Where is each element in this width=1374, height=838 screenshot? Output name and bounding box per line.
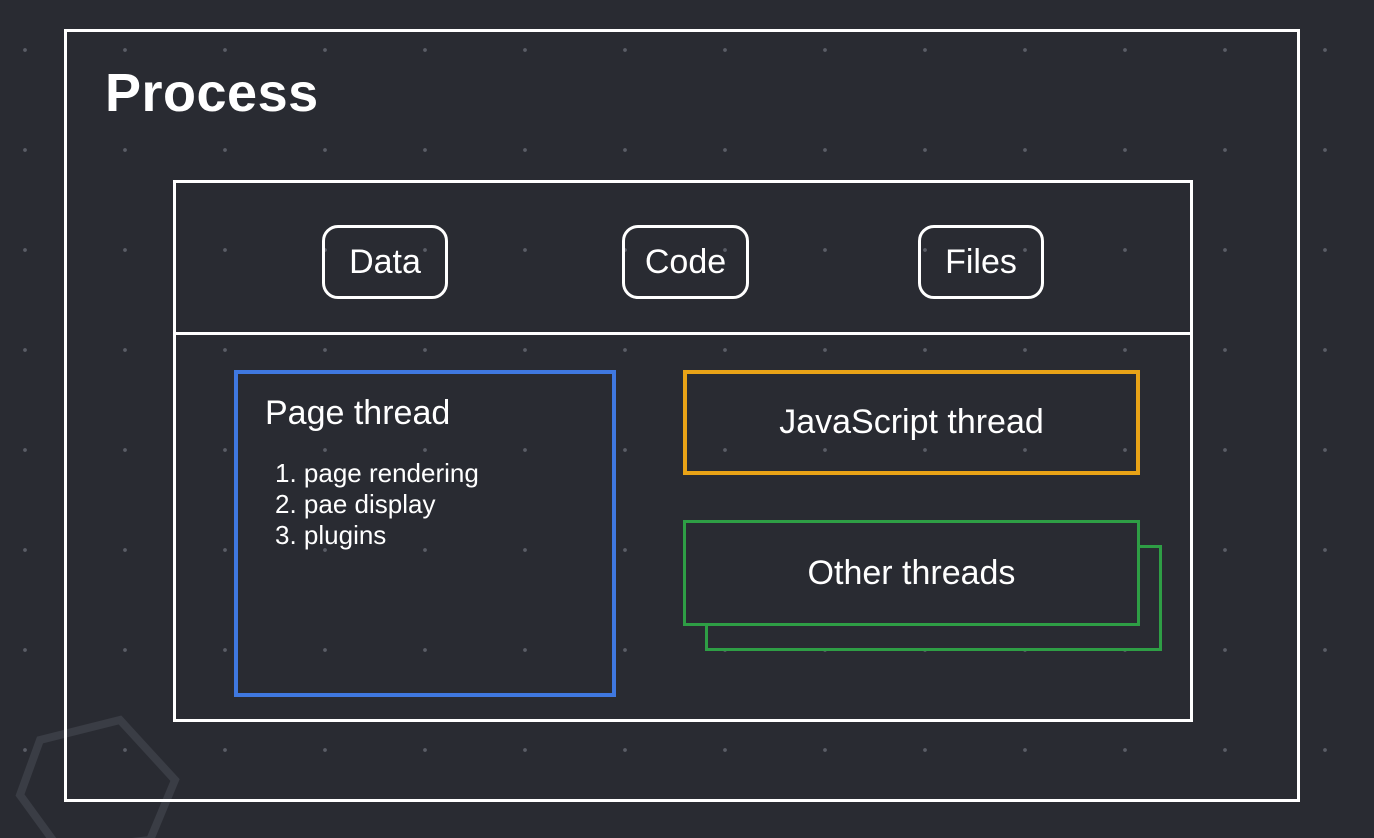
process-container [64, 29, 1300, 802]
hexagon-decoration [15, 715, 180, 838]
javascript-thread-box: JavaScript thread [683, 370, 1140, 475]
javascript-thread-label: JavaScript thread [779, 403, 1044, 441]
data-resource: Data [322, 225, 448, 299]
task-item: 1. page rendering [275, 458, 479, 488]
page-thread-title: Page thread [265, 394, 451, 432]
task-item: 2. pae display [275, 489, 436, 519]
process-title: Process [105, 63, 319, 123]
page-thread-box [234, 370, 616, 697]
other-threads-box: Other threads [683, 520, 1140, 626]
task-item: 3. plugins [275, 520, 387, 550]
page-thread-task-list: 1. page rendering 2. pae display 3. plug… [275, 458, 479, 551]
other-threads-label: Other threads [807, 553, 1016, 592]
code-resource: Code [622, 225, 749, 299]
files-resource: Files [918, 225, 1044, 299]
resource-thread-divider [176, 332, 1190, 335]
process-memory-box [173, 180, 1193, 722]
